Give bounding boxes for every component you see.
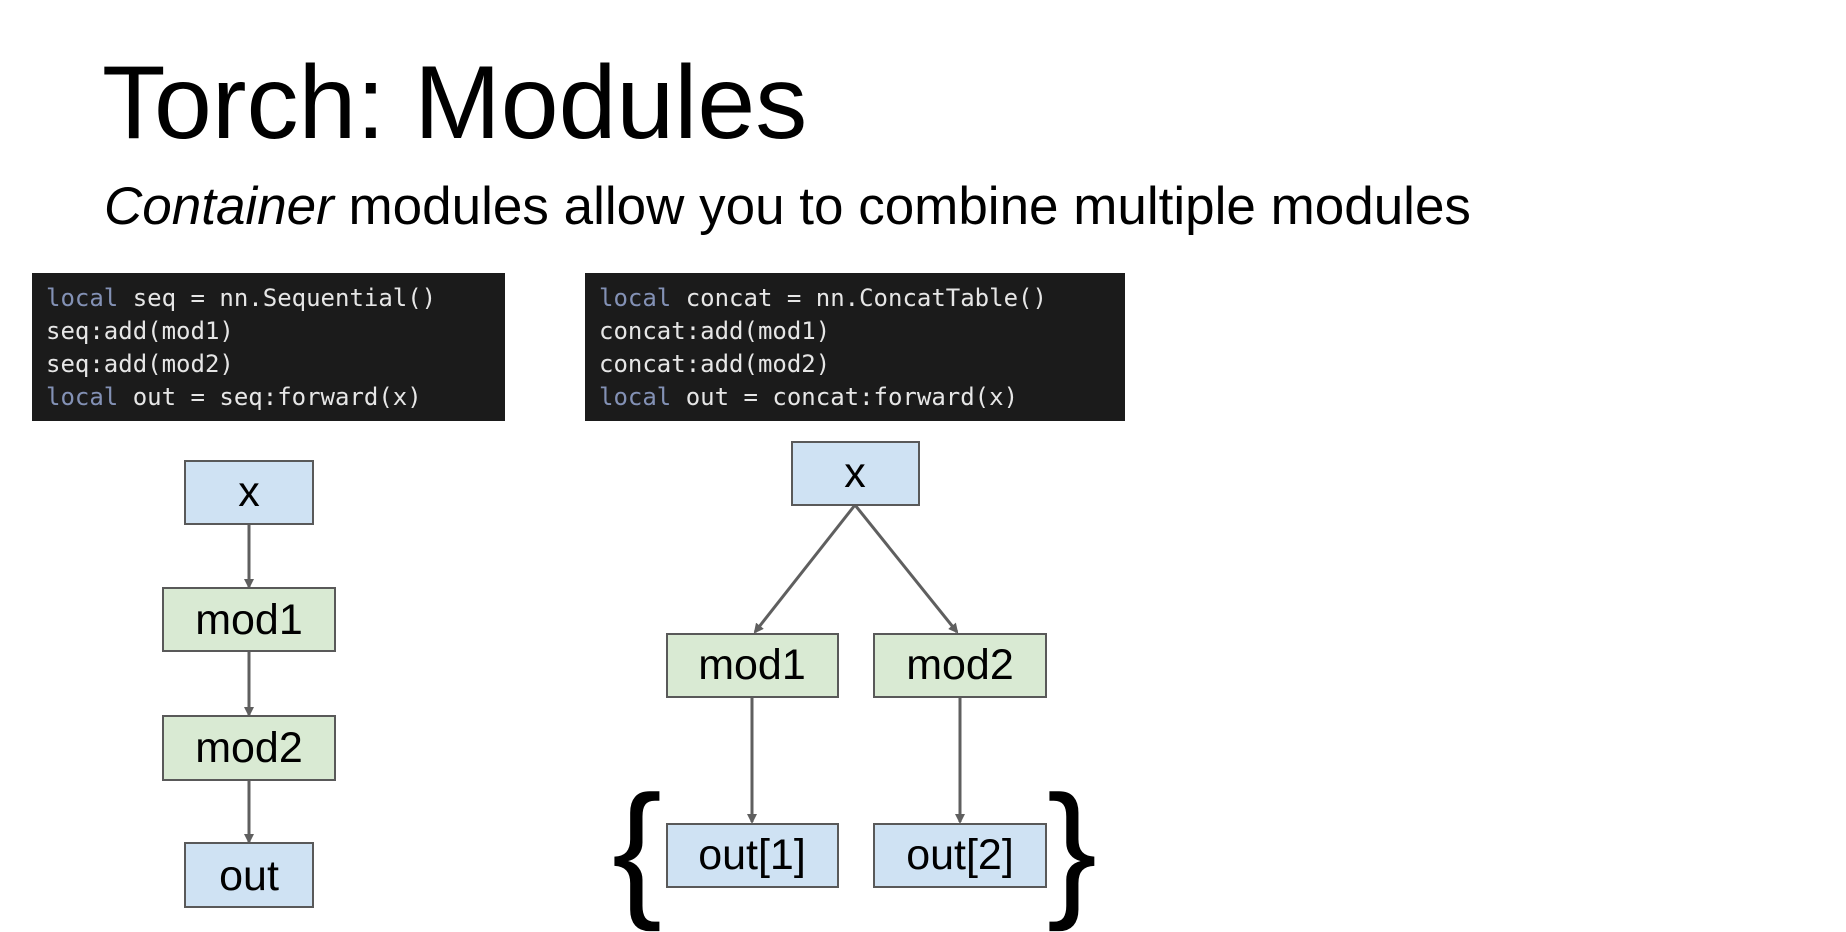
svg-text:out[1]: out[1] [698,831,806,879]
node-mod2: mod2 [162,715,336,781]
code-line: local concat = nn.ConcatTable() [599,284,1047,312]
node-out: out [184,842,314,908]
node-concat-x: x [791,441,920,506]
svg-text:x: x [238,468,260,516]
arrow-x-to-mod1 [753,504,857,634]
code-block-concat: local concat = nn.ConcatTable() concat:ad… [585,273,1125,421]
svg-text:mod2: mod2 [906,641,1014,689]
node-concat-mod2: mod2 [873,633,1047,698]
code-line: concat:add(mod1) [599,317,831,345]
slide-title: Torch: Modules [102,45,808,161]
node-x: x [184,460,314,525]
left-brace: { [612,764,662,932]
svg-text:mod1: mod1 [698,641,806,689]
code-line: local out = concat:forward(x) [599,383,1019,411]
subtitle-text: modules allow you to combine multiple mo… [333,177,1471,236]
right-brace: } [1047,764,1097,932]
code-line: local out = seq:forward(x) [46,383,422,411]
node-out2: out[2] [873,823,1047,888]
code-line: seq:add(mod2) [46,350,234,378]
code-line: seq:add(mod1) [46,317,234,345]
node-mod1: mod1 [162,587,336,652]
svg-text:out[2]: out[2] [906,831,1014,879]
subtitle-emphasis: Container [104,177,334,236]
arrow-x-to-mod2 [853,504,959,634]
node-concat-mod1: mod1 [666,633,839,698]
code-block-sequential: local seq = nn.Sequential() seq:add(mod1)… [32,273,505,421]
svg-text:mod1: mod1 [195,596,303,644]
code-line: local seq = nn.Sequential() [46,284,437,312]
node-out1: out[1] [666,823,839,888]
slide-subtitle: Container modules allow you to combine m… [104,176,1471,237]
svg-text:out: out [219,852,279,900]
svg-text:x: x [844,449,866,497]
svg-text:mod2: mod2 [195,724,303,772]
code-line: concat:add(mod2) [599,350,831,378]
